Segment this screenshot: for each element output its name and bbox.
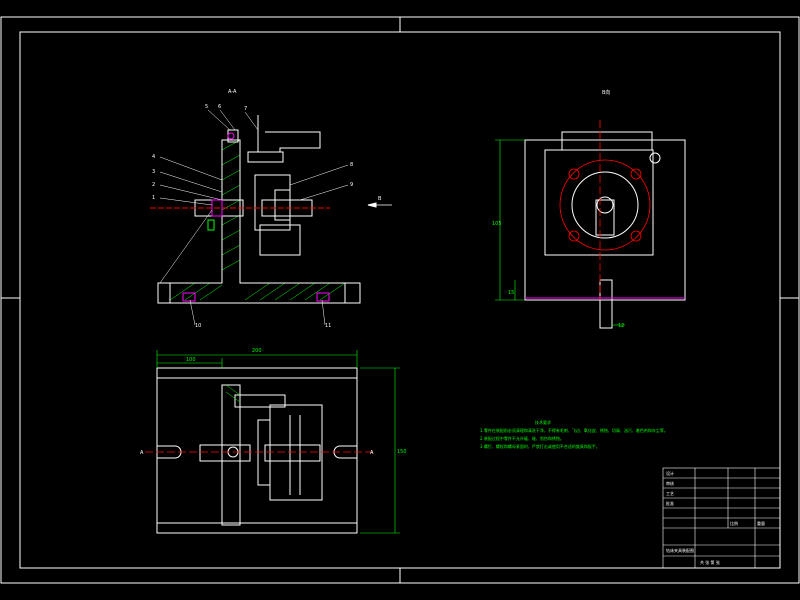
sheet-border [0, 16, 800, 584]
dim-plan-length: 200 [252, 348, 262, 354]
part-number-3: 3 [152, 169, 155, 175]
tb-drawing-name: 钻床夹具装配图 [666, 547, 694, 553]
title-block [662, 467, 781, 569]
tb-approve: 批准 [666, 500, 674, 506]
body-outline [150, 115, 361, 304]
side-view-b: B向 105 15 12 [492, 89, 686, 329]
part-number-5: 5 [205, 104, 208, 110]
tb-designer: 设计 [666, 470, 674, 476]
tb-checker: 审核 [666, 480, 674, 486]
technical-notes: 技术要求 1.零件在装配前必须清理和清洗干净，不得有毛刺、飞边、氧化皮、锈蚀、切… [480, 419, 668, 449]
dim-side-height: 105 [492, 221, 502, 227]
notes-line-2: 2.装配过程中零件不允许磕、碰、划伤和锈蚀。 [480, 435, 564, 441]
side-view-title: B向 [602, 89, 610, 96]
section-mark-left: A [140, 450, 144, 456]
part-number-2: 2 [152, 182, 155, 188]
part-number-10: 10 [195, 323, 201, 329]
dim-side-pin: 12 [618, 323, 624, 329]
side-dimensions [495, 139, 625, 326]
dim-plan-offset: 100 [186, 357, 196, 363]
part-number-7: 7 [244, 106, 247, 112]
part-number-4: 4 [152, 154, 155, 160]
front-section-view: A-A [150, 89, 392, 329]
plan-dimensions [156, 350, 400, 534]
part-number-1: 1 [152, 195, 155, 201]
view-arrow-label: B [378, 196, 382, 202]
tb-scale: 比例 [730, 520, 738, 526]
part-number-11: 11 [325, 323, 331, 329]
part-number-6: 6 [218, 104, 221, 110]
section-mark-right: A [370, 450, 374, 456]
part-number-9: 9 [350, 182, 353, 188]
notes-line-1: 1.零件在装配前必须清理和清洗干净，不得有毛刺、飞边、氧化皮、锈蚀、切屑、油污、… [480, 427, 668, 433]
dim-plan-height: 150 [397, 449, 407, 455]
body-hatch [169, 139, 346, 301]
front-section-title: A-A [228, 89, 237, 95]
title-block-text: 设计 审核 工艺 批准 比例 重量 钻床夹具装配图 共 张 第 张 [666, 470, 765, 565]
notes-line-3: 3.螺钉、螺栓和螺母紧固时，严禁打击或使用不合适的旋具和扳手。 [480, 443, 600, 449]
part-number-8: 8 [350, 162, 353, 168]
tb-weight: 重量 [757, 520, 765, 526]
part-leaders [159, 109, 349, 326]
view-b-arrow [367, 202, 392, 208]
dim-side-base: 15 [508, 290, 514, 296]
tb-process: 工艺 [666, 491, 674, 496]
part-number-labels: 4 3 2 1 5 6 7 8 9 10 11 [152, 104, 353, 329]
plan-view: A A 200 100 150 [140, 348, 407, 534]
part-details [182, 132, 330, 302]
notes-title: 技术要求 [535, 419, 551, 425]
tb-sheet: 共 张 第 张 [700, 559, 720, 565]
